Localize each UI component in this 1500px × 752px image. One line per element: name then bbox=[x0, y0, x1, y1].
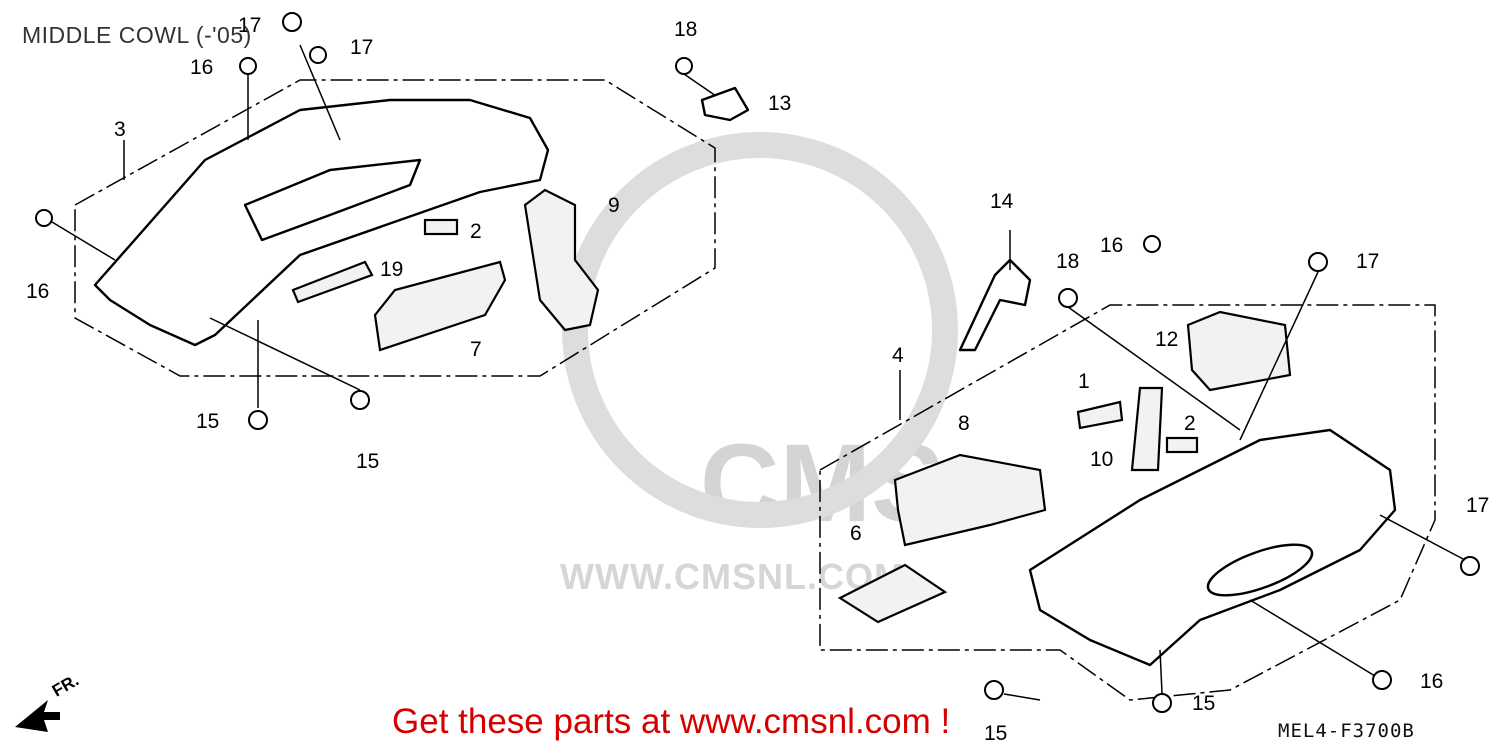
part-6-pad[interactable] bbox=[837, 563, 948, 624]
watermark-logo bbox=[562, 132, 958, 528]
callout-16: 16 bbox=[1420, 670, 1443, 693]
part-15-grommet-d[interactable] bbox=[1152, 693, 1172, 713]
part-19-strip[interactable] bbox=[291, 260, 374, 304]
callout-2: 2 bbox=[470, 220, 482, 243]
callout-10: 10 bbox=[1090, 448, 1113, 471]
callout-18: 18 bbox=[674, 18, 697, 41]
callout-9: 9 bbox=[608, 194, 620, 217]
lower-assembly-outline bbox=[819, 304, 1436, 701]
callout-16: 16 bbox=[190, 56, 213, 79]
callout-2: 2 bbox=[1184, 412, 1196, 435]
part-2-pad-lower[interactable] bbox=[1165, 436, 1199, 454]
part-16-bolt-d[interactable] bbox=[1372, 670, 1392, 690]
callout-3: 3 bbox=[114, 118, 126, 141]
part-3-upper-cowl[interactable] bbox=[93, 98, 550, 347]
upper-assembly-outline bbox=[74, 79, 716, 377]
part-8-pad[interactable] bbox=[893, 453, 1047, 547]
part-17-bolt-c[interactable] bbox=[1308, 252, 1328, 272]
callout-15: 15 bbox=[356, 450, 379, 473]
part-18-bolt-b[interactable] bbox=[1058, 288, 1078, 308]
part-7-pad[interactable] bbox=[373, 260, 507, 352]
part-17-bolt-b[interactable] bbox=[309, 46, 327, 64]
part-1-strip[interactable] bbox=[1076, 400, 1124, 430]
part-14-bracket[interactable] bbox=[958, 258, 1032, 352]
part-10-strip[interactable] bbox=[1130, 386, 1164, 472]
part-13-clip[interactable] bbox=[700, 86, 750, 122]
part-16-bolt-c[interactable] bbox=[1143, 235, 1161, 253]
callout-15: 15 bbox=[196, 410, 219, 433]
part-3-cowl-opening bbox=[243, 158, 422, 242]
callout-1: 1 bbox=[1078, 370, 1090, 393]
part-16-bolt-b[interactable] bbox=[35, 209, 53, 227]
shop-banner-link[interactable]: Get these parts at www.cmsnl.com ! bbox=[392, 702, 951, 741]
part-15-grommet-b[interactable] bbox=[350, 390, 370, 410]
part-16-bolt-a[interactable] bbox=[239, 57, 257, 75]
callout-labels: 17 17 16 18 13 3 9 2 19 16 7 15 15 14 16… bbox=[26, 14, 1489, 745]
callout-8: 8 bbox=[958, 412, 970, 435]
callout-18: 18 bbox=[1056, 250, 1079, 273]
part-9-pad[interactable] bbox=[523, 188, 600, 332]
callout-6: 6 bbox=[850, 522, 862, 545]
callout-12: 12 bbox=[1155, 328, 1178, 351]
callout-17: 17 bbox=[238, 14, 261, 37]
callout-19: 19 bbox=[380, 258, 403, 281]
callout-15: 15 bbox=[1192, 692, 1215, 715]
part-17-bolt-a[interactable] bbox=[282, 12, 302, 32]
callout-13: 13 bbox=[768, 92, 791, 115]
diagram-code: MEL4-F3700B bbox=[1278, 720, 1415, 742]
part-4-cowl-opening bbox=[1206, 543, 1314, 597]
part-12-pad[interactable] bbox=[1186, 310, 1292, 392]
callout-15: 15 bbox=[984, 722, 1007, 745]
part-15-grommet-a[interactable] bbox=[248, 410, 268, 430]
part-15-grommet-c[interactable] bbox=[984, 680, 1004, 700]
callout-17: 17 bbox=[1466, 494, 1489, 517]
callout-17: 17 bbox=[1356, 250, 1379, 273]
callout-7: 7 bbox=[470, 338, 482, 361]
part-2-pad-upper[interactable] bbox=[423, 218, 459, 236]
leader-lines bbox=[51, 44, 1466, 701]
callout-17: 17 bbox=[350, 36, 373, 59]
watermark-url: WWW.CMSNL.COM bbox=[560, 556, 905, 597]
diagram-title: MIDDLE COWL (-'05) bbox=[22, 22, 252, 48]
part-17-bolt-d[interactable] bbox=[1460, 556, 1480, 576]
callout-16: 16 bbox=[1100, 234, 1123, 257]
callout-16: 16 bbox=[26, 280, 49, 303]
callout-14: 14 bbox=[990, 190, 1014, 213]
callout-4: 4 bbox=[892, 344, 904, 367]
part-4-lower-cowl[interactable] bbox=[1028, 428, 1397, 667]
part-18-bolt-a[interactable] bbox=[675, 57, 693, 75]
front-direction-arrow bbox=[15, 700, 60, 732]
